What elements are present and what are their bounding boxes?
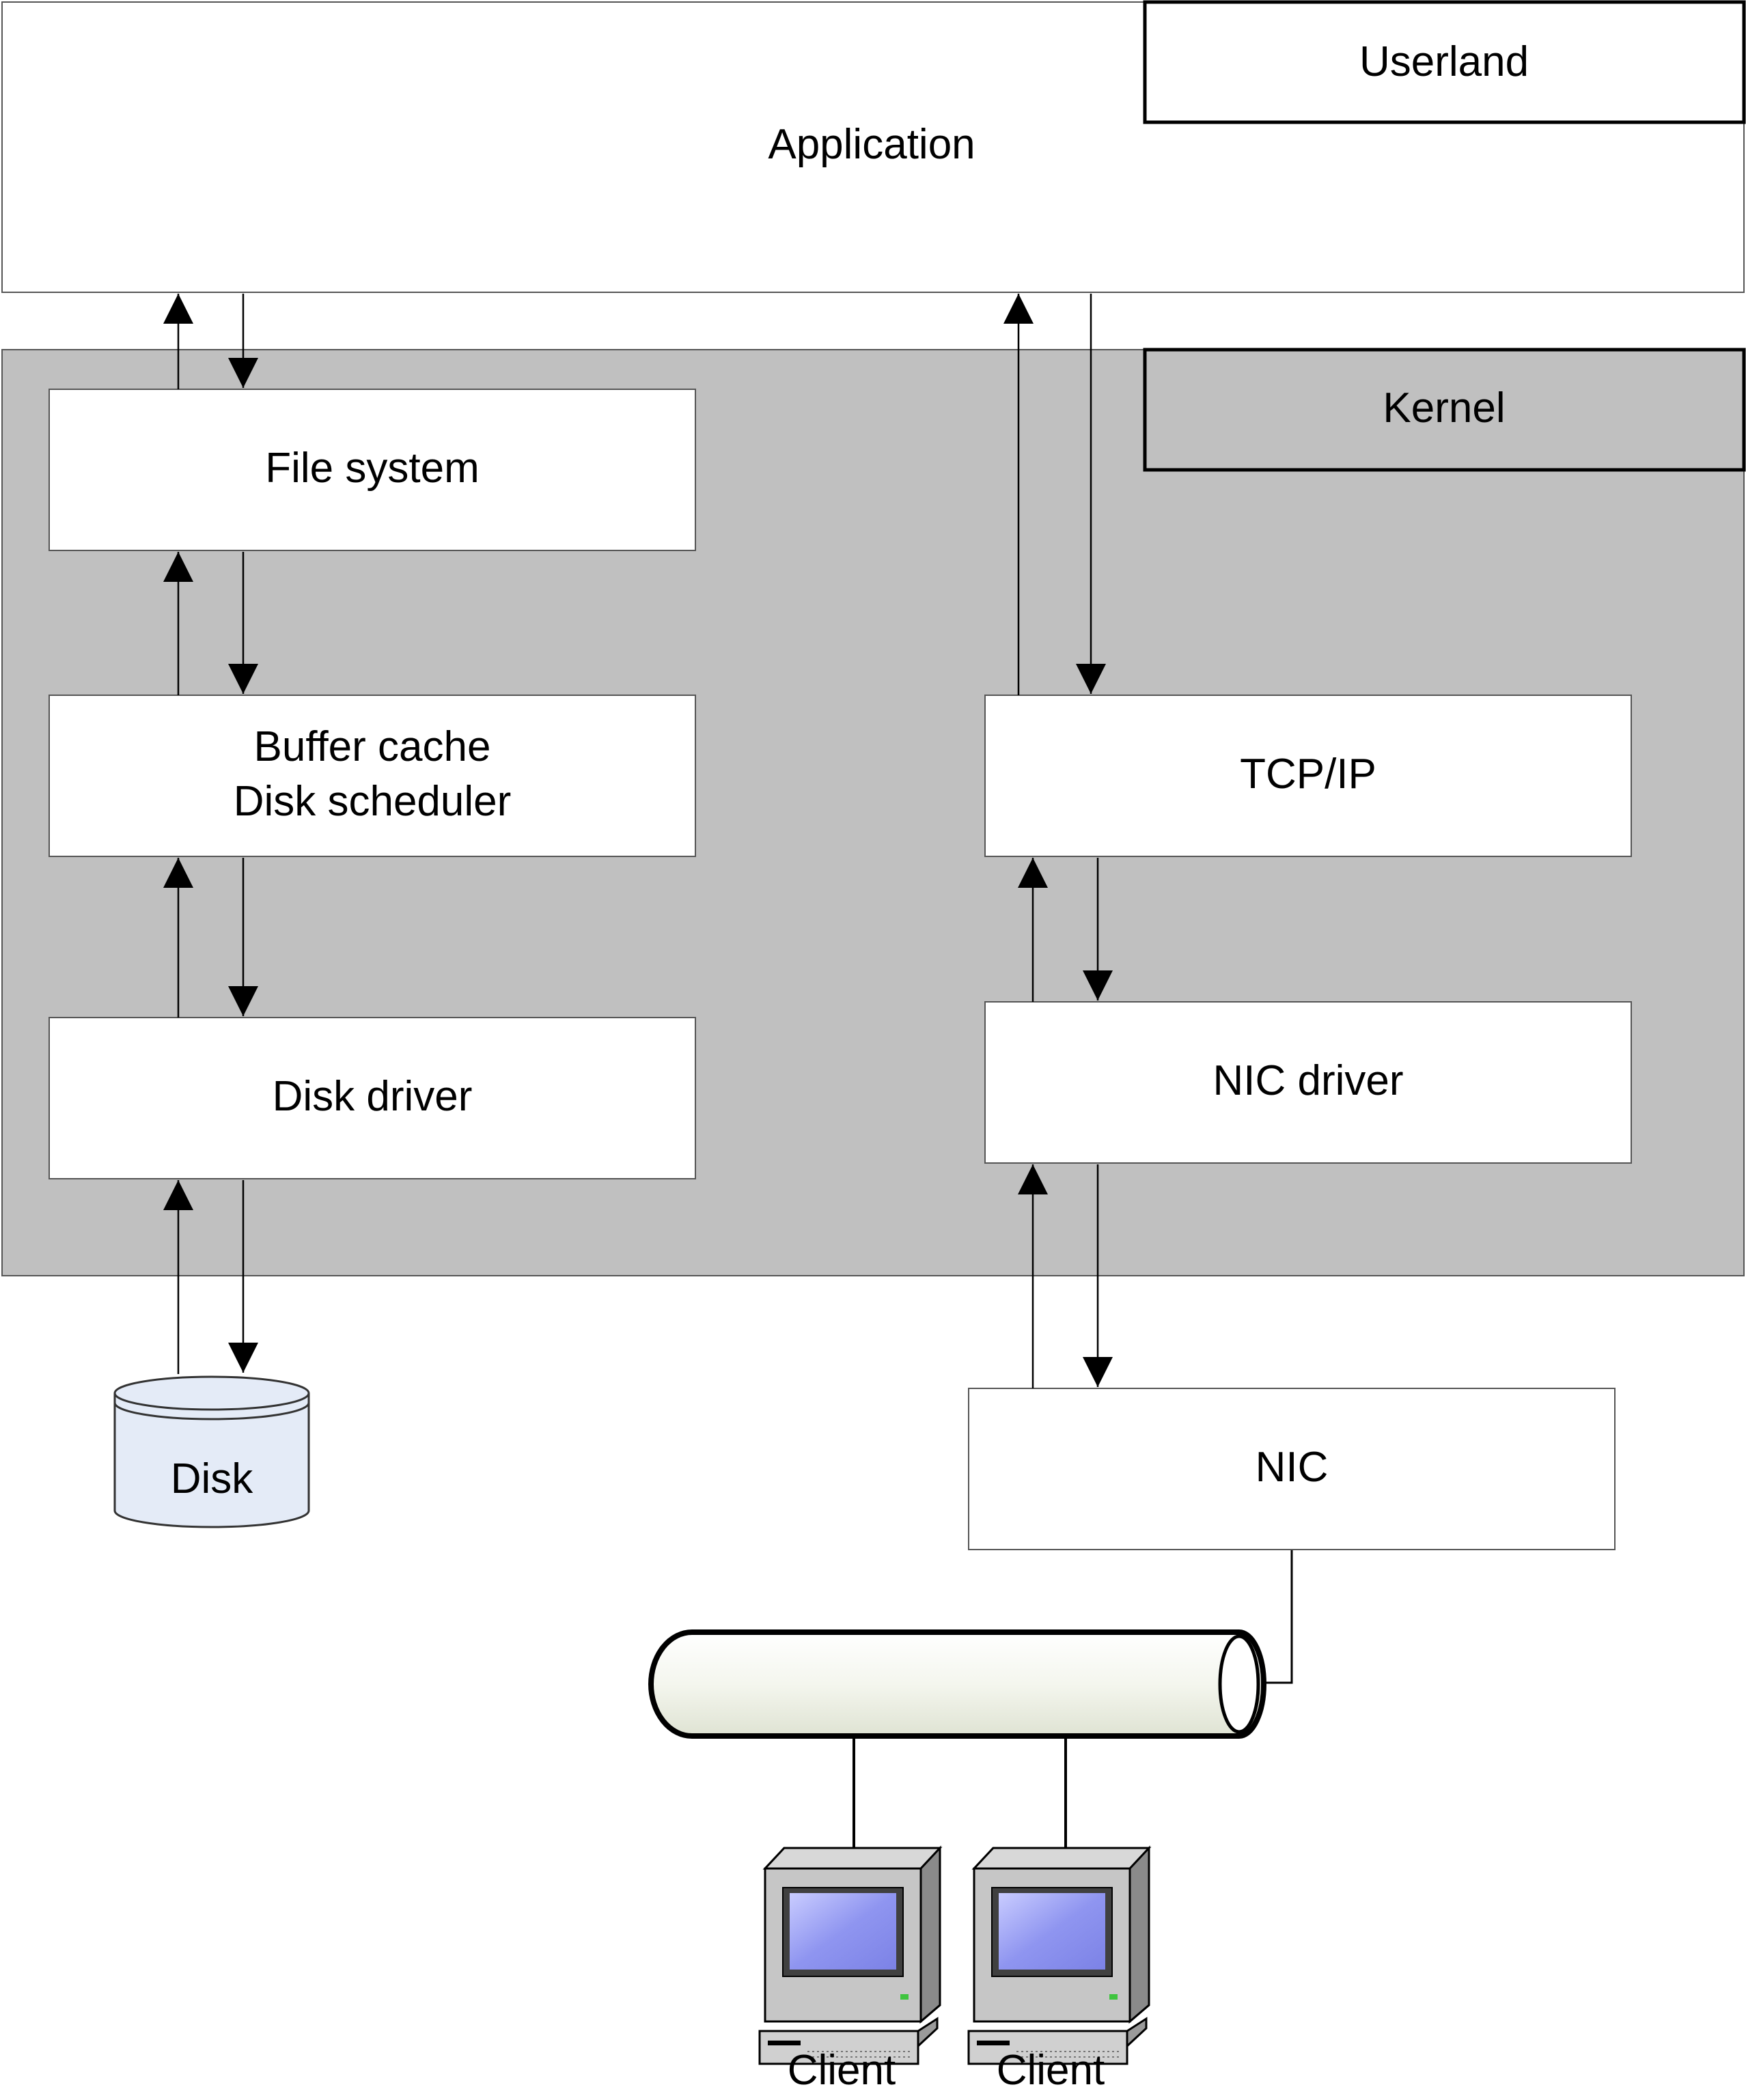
- disk-scheduler-label: Disk scheduler: [234, 778, 512, 825]
- disk-driver-label: Disk driver: [273, 1073, 473, 1120]
- network-cable: [648, 1629, 1266, 1739]
- file-system-box: [48, 389, 696, 551]
- application-label: Application: [768, 121, 975, 168]
- disk-driver-box: [48, 1017, 696, 1179]
- network-arrows: [1003, 294, 1113, 1388]
- nic-driver-label: NIC driver: [1212, 1057, 1403, 1104]
- tcp-ip-box: [984, 695, 1632, 857]
- client-1-label: Client: [788, 2047, 896, 2094]
- nic-box: [968, 1388, 1616, 1550]
- buffer-cache-label: Buffer cache: [254, 723, 491, 770]
- client-2-label: Client: [997, 2047, 1105, 2094]
- computer-icon: [758, 1845, 943, 2065]
- userland-label: Userland: [1359, 38, 1529, 85]
- disk-icon: Disk: [113, 1375, 310, 1528]
- nic-cable-connector: [1256, 1550, 1293, 1684]
- storage-arrows: [163, 294, 258, 1374]
- kernel-label-box: [1143, 348, 1746, 472]
- buffer-cache-box: [48, 695, 696, 857]
- nic-driver-box: [984, 1001, 1632, 1164]
- nic-label: NIC: [1256, 1444, 1329, 1491]
- userland-label-box: [1143, 0, 1746, 124]
- file-system-label: File system: [265, 445, 479, 492]
- tcp-ip-label: TCP/IP: [1240, 751, 1376, 798]
- computer-icon: [967, 1845, 1152, 2065]
- disk-label: Disk: [171, 1455, 254, 1502]
- kernel-label: Kernel: [1383, 384, 1505, 432]
